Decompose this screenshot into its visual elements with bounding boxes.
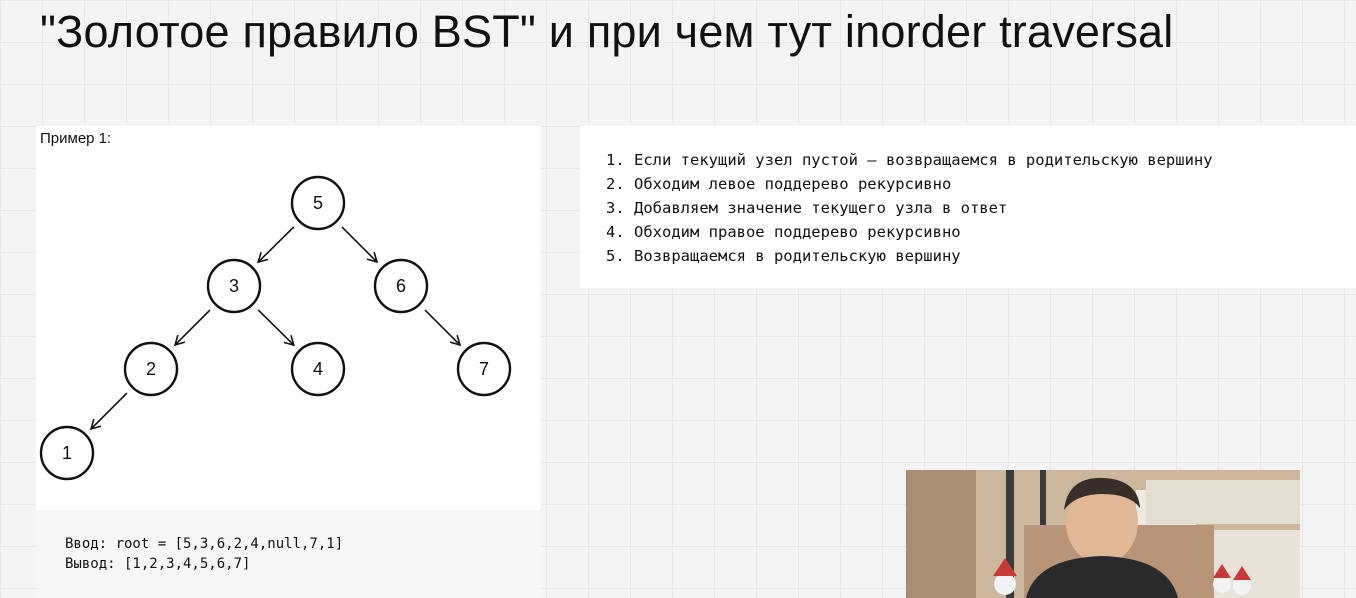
tree-node-circle <box>456 341 512 397</box>
output-line: Вывод: [1,2,3,4,5,6,7] <box>65 556 251 572</box>
binary-tree-diagram: 5 3 6 2 4 7 1 <box>39 175 512 481</box>
step-1: 1. Если текущий узел пустой – возвращаем… <box>606 151 1213 169</box>
tree-node-circle <box>123 341 179 397</box>
tree-node-label: 5 <box>313 193 323 213</box>
step-5: 5. Возвращаемся в родительскую вершину <box>606 247 961 265</box>
slide-title: "Золотое правило BST" и при чем тут inor… <box>40 6 1174 57</box>
step-2: 2. Обходим левое поддерево рекурсивно <box>606 175 952 193</box>
tree-edge-6-7 <box>424 309 462 347</box>
tree-edges <box>89 226 462 431</box>
tree-node-label: 6 <box>396 276 406 296</box>
example-label: Пример 1: <box>40 130 112 147</box>
tree-edge-5-3 <box>257 226 295 264</box>
tree-node-circle <box>373 258 429 314</box>
tree-node-3: 3 <box>206 258 262 314</box>
algorithm-steps-panel: 1. Если текущий узел пустой – возвращаем… <box>580 126 1356 288</box>
presenter-webcam-image <box>906 470 1300 598</box>
tree-node-label: 2 <box>146 359 156 379</box>
tree-node-label: 7 <box>479 359 489 379</box>
tree-node-4: 4 <box>290 341 346 397</box>
tree-node-label: 3 <box>229 276 239 296</box>
tree-node-circle <box>290 341 346 397</box>
tree-edge-5-6 <box>341 226 379 264</box>
tree-node-circle <box>290 175 346 231</box>
tree-node-circle <box>39 425 95 481</box>
tree-nodes: 5 3 6 2 4 7 1 <box>39 175 512 481</box>
tree-node-6: 6 <box>373 258 429 314</box>
tree-node-label: 4 <box>313 359 323 379</box>
presenter-webcam <box>906 470 1300 598</box>
example-panel: Пример 1: 5 3 6 2 4 7 1 Ввод: root = [5,3,6,2,… <box>36 126 541 598</box>
tree-edge-3-2 <box>173 309 211 347</box>
tree-node-7: 7 <box>456 341 512 397</box>
step-3: 3. Добавляем значение текущего узла в от… <box>606 199 1008 217</box>
io-example-box: Ввод: root = [5,3,6,2,4,null,7,1] Вывод:… <box>36 510 541 598</box>
tree-node-circle <box>206 258 262 314</box>
tree-node-1: 1 <box>39 425 95 481</box>
tree-node-label: 1 <box>62 443 72 463</box>
tree-node-2: 2 <box>123 341 179 397</box>
tree-edge-2-1 <box>89 392 128 431</box>
tree-node-5: 5 <box>290 175 346 231</box>
step-4: 4. Обходим правое поддерево рекурсивно <box>606 223 961 241</box>
tree-edge-3-4 <box>257 309 295 347</box>
input-line: Ввод: root = [5,3,6,2,4,null,7,1] <box>65 536 344 552</box>
